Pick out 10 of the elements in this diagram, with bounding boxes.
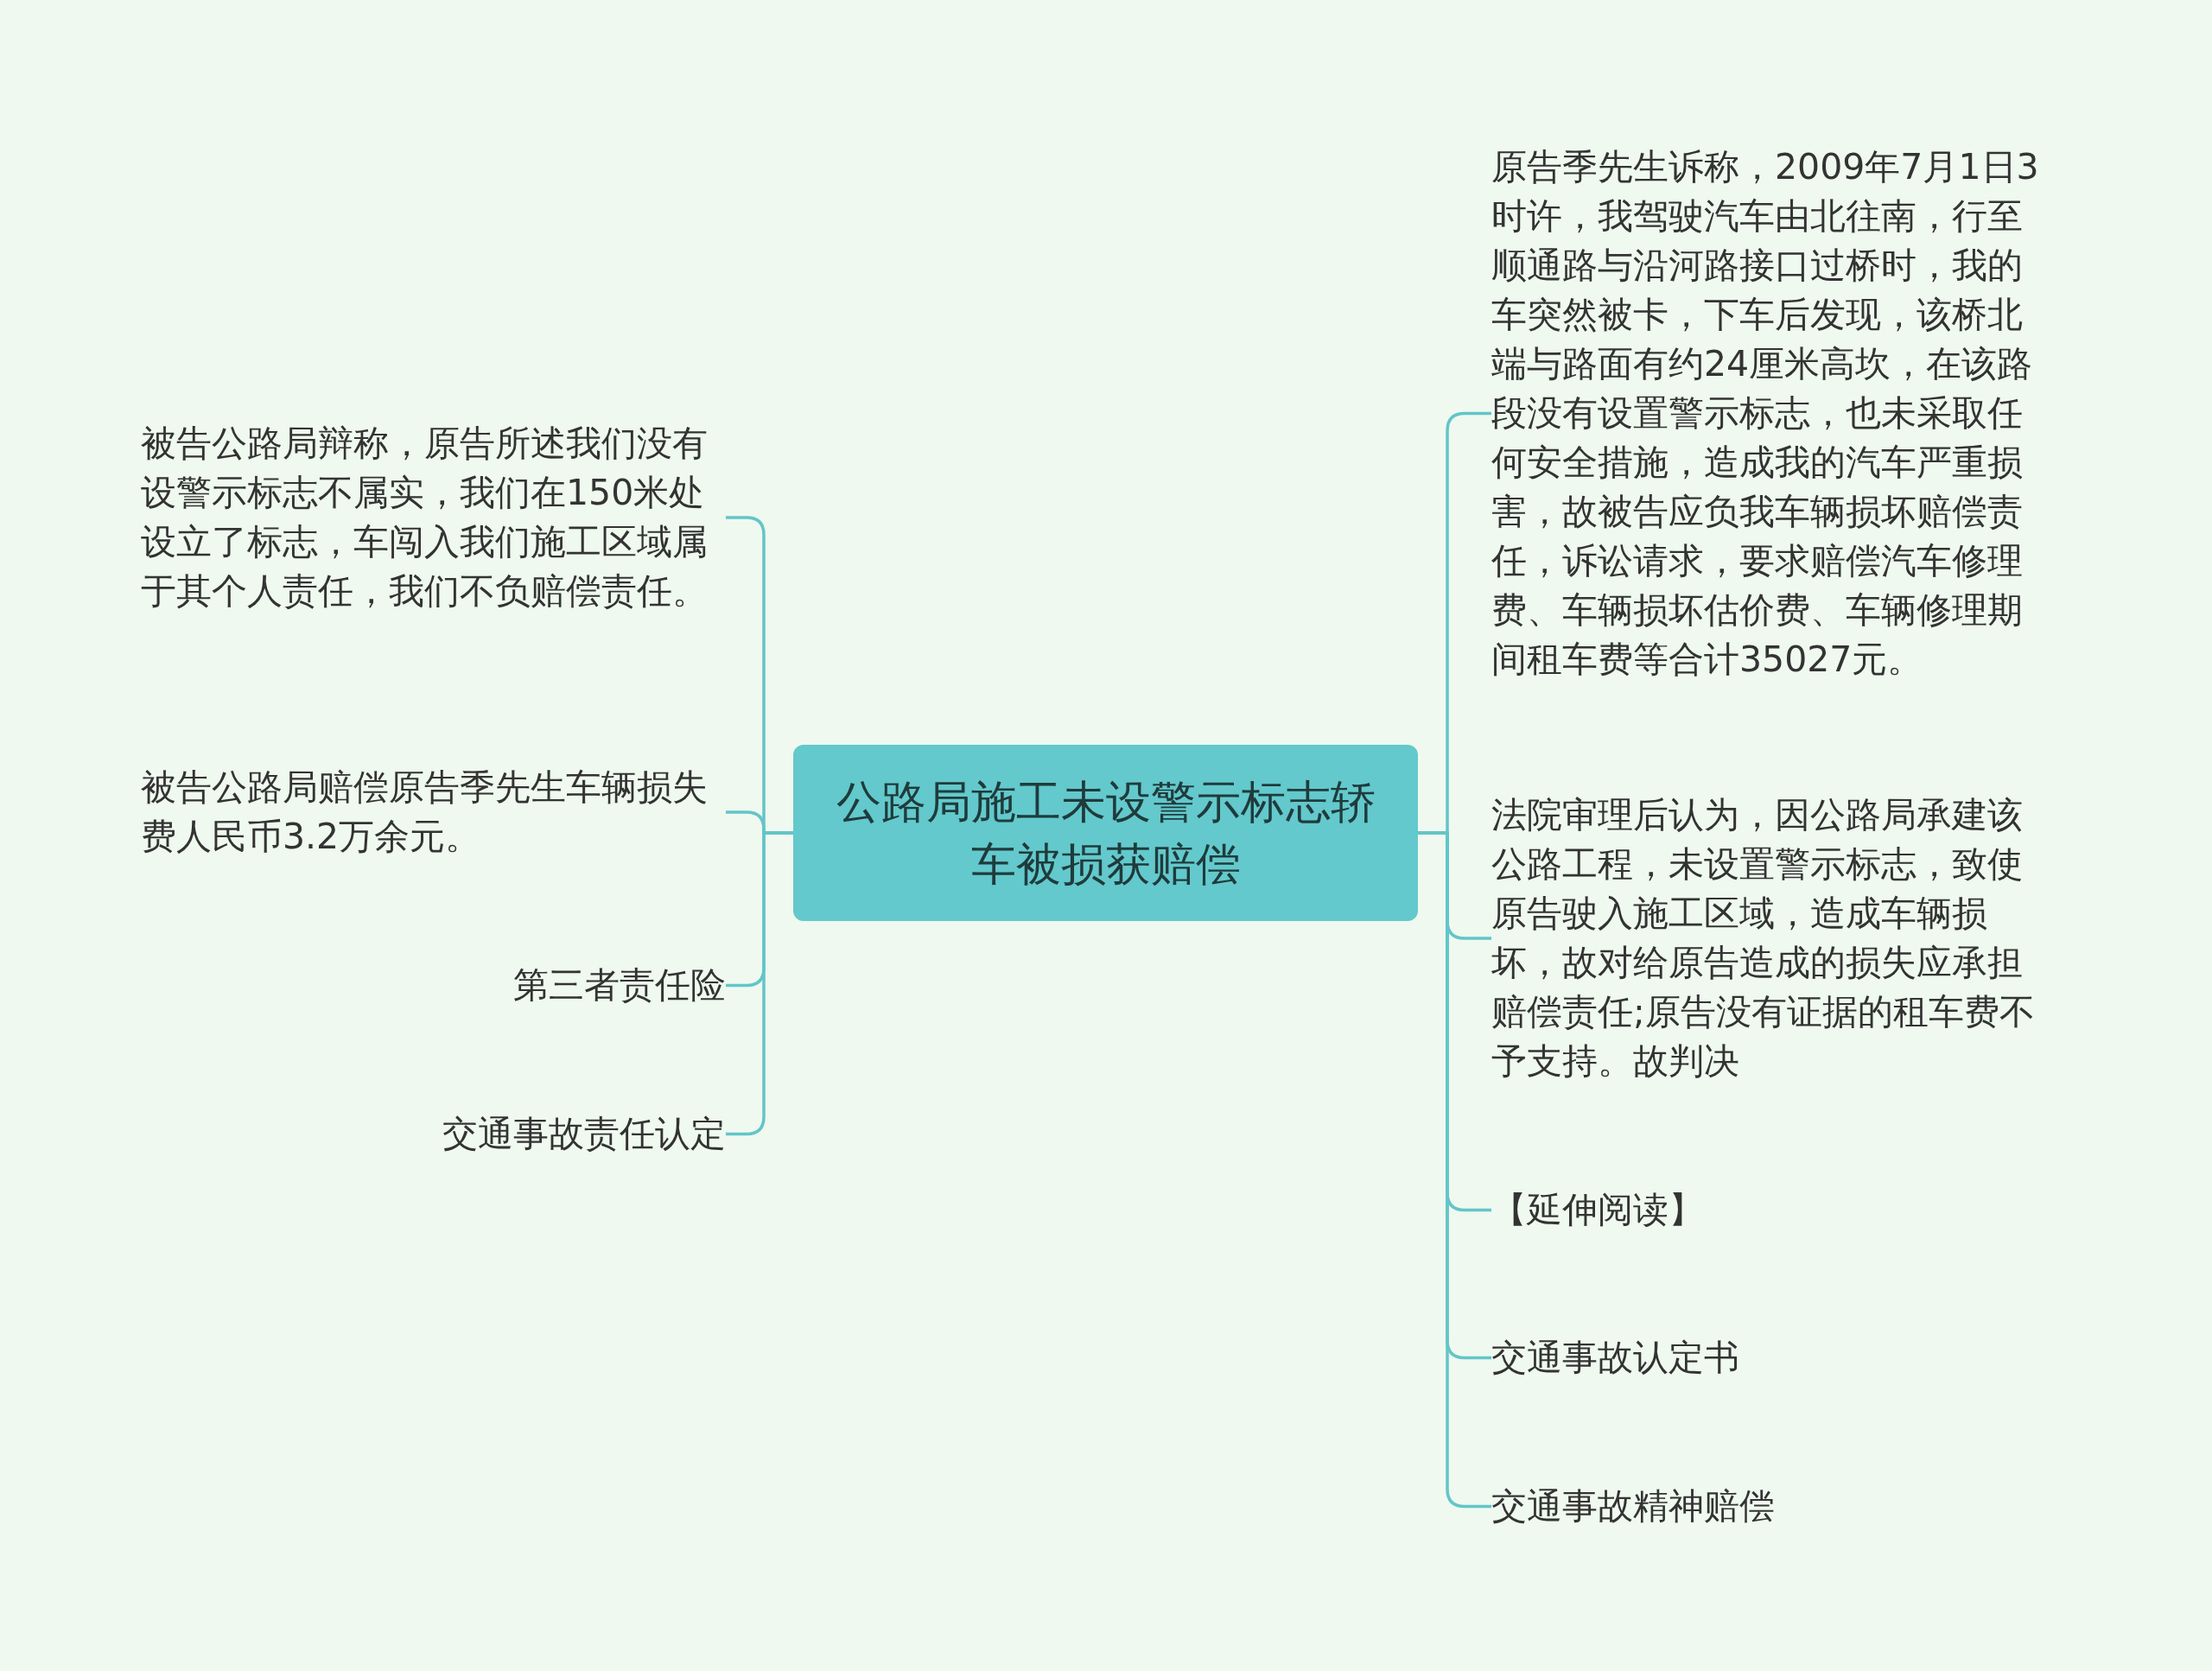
branch-text: 交通事故精神赔偿 bbox=[1491, 1482, 2057, 1531]
branch-text: 被告公路局辩称，原告所述我们没有设警示标志不属实，我们在150米处设立了标志，车闯入我们施工区域属于其个人责任，我们不负赔偿责任。 bbox=[141, 419, 726, 616]
branch-text: 被告公路局赔偿原告季先生车辆损失费人民币3.2万余元。 bbox=[141, 763, 726, 861]
branch-text: 交通事故认定书 bbox=[1491, 1333, 2057, 1382]
topic-box: 公路局施工未设警示标志轿车被损获赔偿 bbox=[793, 745, 1418, 921]
branch-text: 原告季先生诉称，2009年7月1日3时许，我驾驶汽车由北往南，行至顺通路与沿河路接口过桥时，我的车突然被卡，下车后发现，该桥北端与路面有约24厘米高坎，在该路段没有设置警示标志，也未采取任何安全措施，造成我的汽车严重损害，故被告应负我车辆损坏赔偿责任，诉讼请求，要求赔偿汽车修理费、车辆损坏估价费、车辆修理期间租车费等合计35027元。 bbox=[1491, 143, 2057, 684]
branch-text: 交通事故责任认定 bbox=[141, 1109, 726, 1159]
branch-text: 法院审理后认为，因公路局承建该公路工程，未设置警示标志，致使原告驶入施工区域，造成车辆损坏，故对给原告造成的损失应承担赔偿责任;原告没有证据的租车费不予支持。故判决 bbox=[1491, 791, 2057, 1086]
branch-text: 【延伸阅读】 bbox=[1491, 1185, 2057, 1235]
branch-text: 第三者责任险 bbox=[141, 961, 726, 1010]
